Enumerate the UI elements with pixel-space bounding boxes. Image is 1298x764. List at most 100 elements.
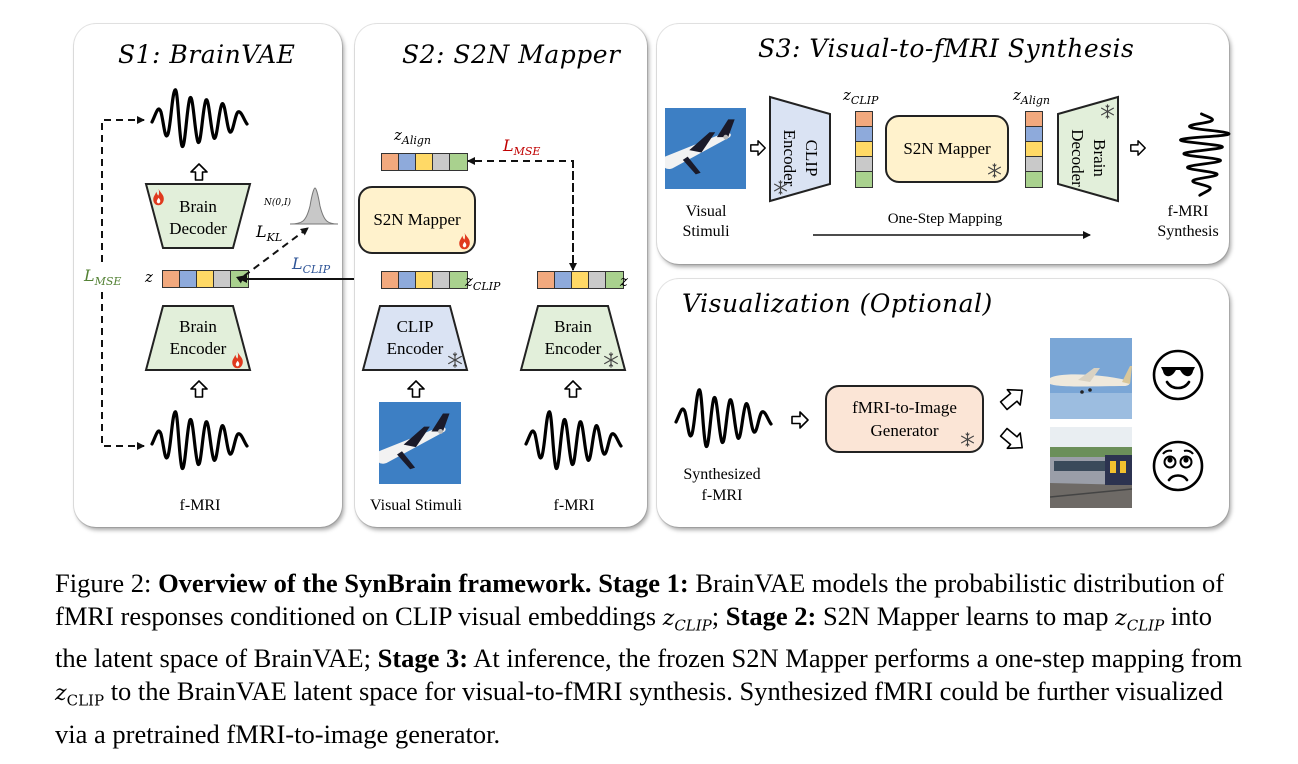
latent-cell [1026, 157, 1042, 172]
s2-l-mse-label: LMSE [503, 136, 541, 158]
latent-cell [433, 272, 450, 288]
caption-stage3-label: Stage 3: [377, 643, 469, 674]
caption-stage3-text-b: to the BrainVAE latent space for visual-… [55, 676, 1223, 749]
s1-title: S1: BrainVAE [118, 40, 296, 69]
s2-clip-encoder [361, 305, 469, 371]
caption-bold-title: Overview of the SynBrain framework. [158, 568, 592, 598]
latent-cell [180, 271, 197, 287]
latent-cell [606, 272, 623, 288]
s1-encoder-label-1: Brain [179, 317, 217, 336]
caption-stage2-text-b: into the latent space of BrainVAE; [55, 601, 1213, 674]
caption-stage3-text-a: At inference, the frozen S2N Mapper perf… [473, 643, 1243, 674]
figure-caption: Figure 2: Overview of the SynBrain frame… [55, 568, 1243, 749]
s2-clip-encoder-label-1: CLIP [396, 317, 434, 336]
viz-right-arrow-icon [790, 410, 810, 430]
s1-decoder-label-2: Decoder [169, 219, 227, 238]
s1-z-label: z [145, 268, 153, 286]
latent-cell [214, 271, 231, 287]
s3-brain-decoder [1057, 95, 1119, 203]
s1-l-mse-label: LMSE [84, 266, 122, 288]
s1-encoder-label-2: Encoder [169, 339, 227, 358]
latent-cell [382, 272, 399, 288]
s3-mapper-label: S2N Mapper [903, 139, 991, 158]
latent-cell [856, 172, 872, 187]
latent-cell [382, 154, 399, 170]
latent-cell [856, 112, 872, 127]
s2-z-align-label: zAlign [394, 126, 432, 147]
s3-s2n-mapper-box: S2N Mapper [885, 115, 1009, 183]
s1-lkl-arrow [236, 227, 309, 284]
viz-title: Visualization (Optional) [682, 289, 993, 318]
worried-face-icon [1152, 440, 1204, 492]
s3-clip-encoder [769, 95, 831, 203]
latent-cell [197, 271, 214, 287]
viz-reconstructed-train-image [1050, 427, 1132, 508]
s1-brain-decoder [144, 183, 252, 249]
caption-stage1-label: Stage 1: [598, 568, 689, 598]
latent-cell [1026, 142, 1042, 157]
caption-stage2-label: Stage 2: [725, 601, 817, 631]
caption-z-clip-3: zCLIP [55, 681, 105, 710]
latent-cell [1026, 127, 1042, 142]
latent-cell [433, 154, 450, 170]
s2-fmri-label: f-MRI [553, 497, 595, 514]
latent-cell [399, 272, 416, 288]
latent-cell [416, 154, 433, 170]
latent-cell [450, 154, 467, 170]
s2-latent-z [537, 271, 624, 289]
s3-latent-z-clip [855, 111, 873, 188]
latent-cell [450, 272, 467, 288]
s2-mapper-label: S2N Mapper [373, 210, 461, 229]
s2-z-label: z [620, 272, 628, 290]
latent-cell [399, 154, 416, 170]
s1-decoder-label-1: Brain [179, 197, 217, 216]
viz-arrow-down-right-icon [999, 427, 1023, 450]
snowflake-icon [960, 432, 975, 447]
caption-stage2-text-a: S2N Mapper learns to map [822, 601, 1109, 631]
viz-synthesized-fmri-wave [674, 384, 774, 454]
s1-lmse-arrow-bottom [101, 292, 145, 450]
viz-arrow-up-right-icon [999, 388, 1023, 411]
s3-latent-z-align [1025, 111, 1043, 188]
s3-z-clip-label: zCLIP [843, 86, 879, 107]
latent-cell [856, 157, 872, 172]
viz-generator-label-1: fMRI-to-Image [852, 398, 957, 417]
normal-dist-label: N(0,I) [264, 198, 292, 208]
latent-cell [589, 272, 606, 288]
s2-brain-encoder-label-1: Brain [554, 317, 592, 336]
latent-cell [1026, 172, 1042, 187]
s2-latent-z-align [381, 153, 468, 171]
s2-clip-encoder-label-2: Encoder [386, 339, 444, 358]
caption-z-clip-2: zCLIP [1115, 606, 1165, 635]
s1-brain-encoder [144, 305, 252, 371]
s2-title: S2: S2N Mapper [402, 40, 621, 69]
latent-cell [856, 142, 872, 157]
s2-latent-z-clip [381, 271, 468, 289]
latent-cell [572, 272, 589, 288]
latent-cell [1026, 112, 1042, 127]
viz-generator-box: fMRI-to-Image Generator [825, 385, 984, 453]
s3-title: S3: Visual-to-fMRI Synthesis [758, 34, 1135, 63]
latent-cell [163, 271, 180, 287]
latent-cell [555, 272, 572, 288]
s2-brain-encoder-label-2: Encoder [544, 339, 602, 358]
cool-face-icon [1152, 349, 1204, 401]
s2-s2n-mapper-box: S2N Mapper [358, 186, 476, 254]
s3-z-align-label: zAlign [1013, 86, 1051, 107]
latent-cell [416, 272, 433, 288]
caption-figure-number: Figure 2: [55, 568, 152, 598]
caption-z-clip-1: zCLIP [662, 606, 712, 635]
viz-reconstructed-plane-image [1050, 338, 1132, 419]
latent-cell [538, 272, 555, 288]
s1-lmse-arrow-top [101, 116, 145, 262]
gaussian-curve-icon [289, 187, 339, 225]
s2-visual-stimuli-label: Visual Stimuli [370, 497, 462, 514]
s2-brain-encoder [519, 305, 627, 371]
s2-z-clip-label: zCLIP [465, 272, 501, 293]
